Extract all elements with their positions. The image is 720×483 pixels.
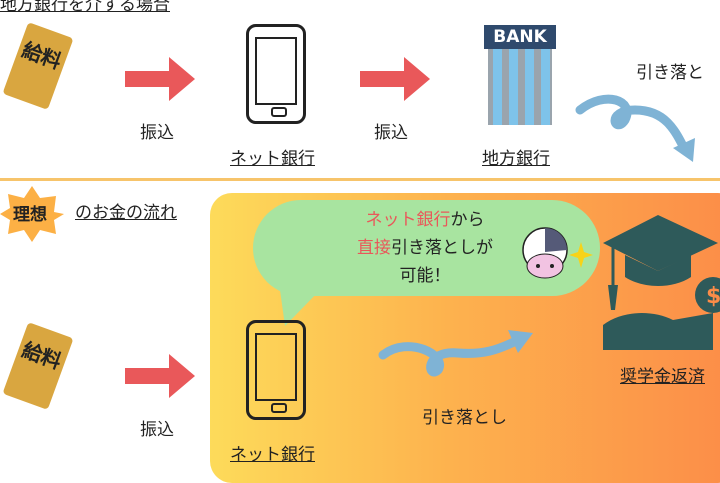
arrow-right-icon bbox=[125, 57, 195, 101]
transfer-label: 振込 bbox=[140, 123, 174, 143]
curved-arrow-icon bbox=[575, 94, 695, 162]
local-bank-label: 地方銀行 bbox=[482, 149, 550, 169]
debit-label: 引き落と bbox=[636, 63, 704, 83]
net-bank-label: ネット銀行 bbox=[230, 149, 315, 169]
net-bank-label: ネット銀行 bbox=[230, 445, 315, 465]
svg-text:$: $ bbox=[706, 284, 720, 309]
section-title-ideal: のお金の流れ bbox=[75, 203, 177, 223]
speech-bubble-text: ネット銀行から 直接引き落としが 可能！ bbox=[357, 210, 493, 286]
section-divider bbox=[0, 178, 720, 181]
speech-bubble-tail bbox=[280, 290, 320, 326]
arrow-right-icon bbox=[125, 354, 195, 398]
ideal-badge-star bbox=[0, 186, 64, 242]
debit-label: 引き落とし bbox=[422, 408, 507, 428]
scholarship-repayment-label: 奨学金返済 bbox=[620, 367, 705, 387]
bank-building-icon: BANK bbox=[480, 25, 560, 125]
salary-envelope-icon: 給料 bbox=[2, 322, 74, 410]
section-title-local-bank: 地方銀行を介する場合 bbox=[0, 0, 170, 15]
arrow-right-icon bbox=[360, 57, 430, 101]
graduation-cap-money-icon: $ bbox=[603, 215, 720, 350]
smartphone-icon bbox=[246, 24, 306, 124]
transfer-label: 振込 bbox=[374, 123, 408, 143]
ideal-badge-label: 理想 bbox=[13, 205, 47, 225]
smartphone-icon bbox=[246, 320, 306, 420]
cow-icon bbox=[522, 227, 593, 279]
transfer-label: 振込 bbox=[140, 420, 174, 440]
curved-arrow-icon bbox=[378, 330, 533, 377]
salary-envelope-icon: 給料 bbox=[2, 22, 74, 110]
